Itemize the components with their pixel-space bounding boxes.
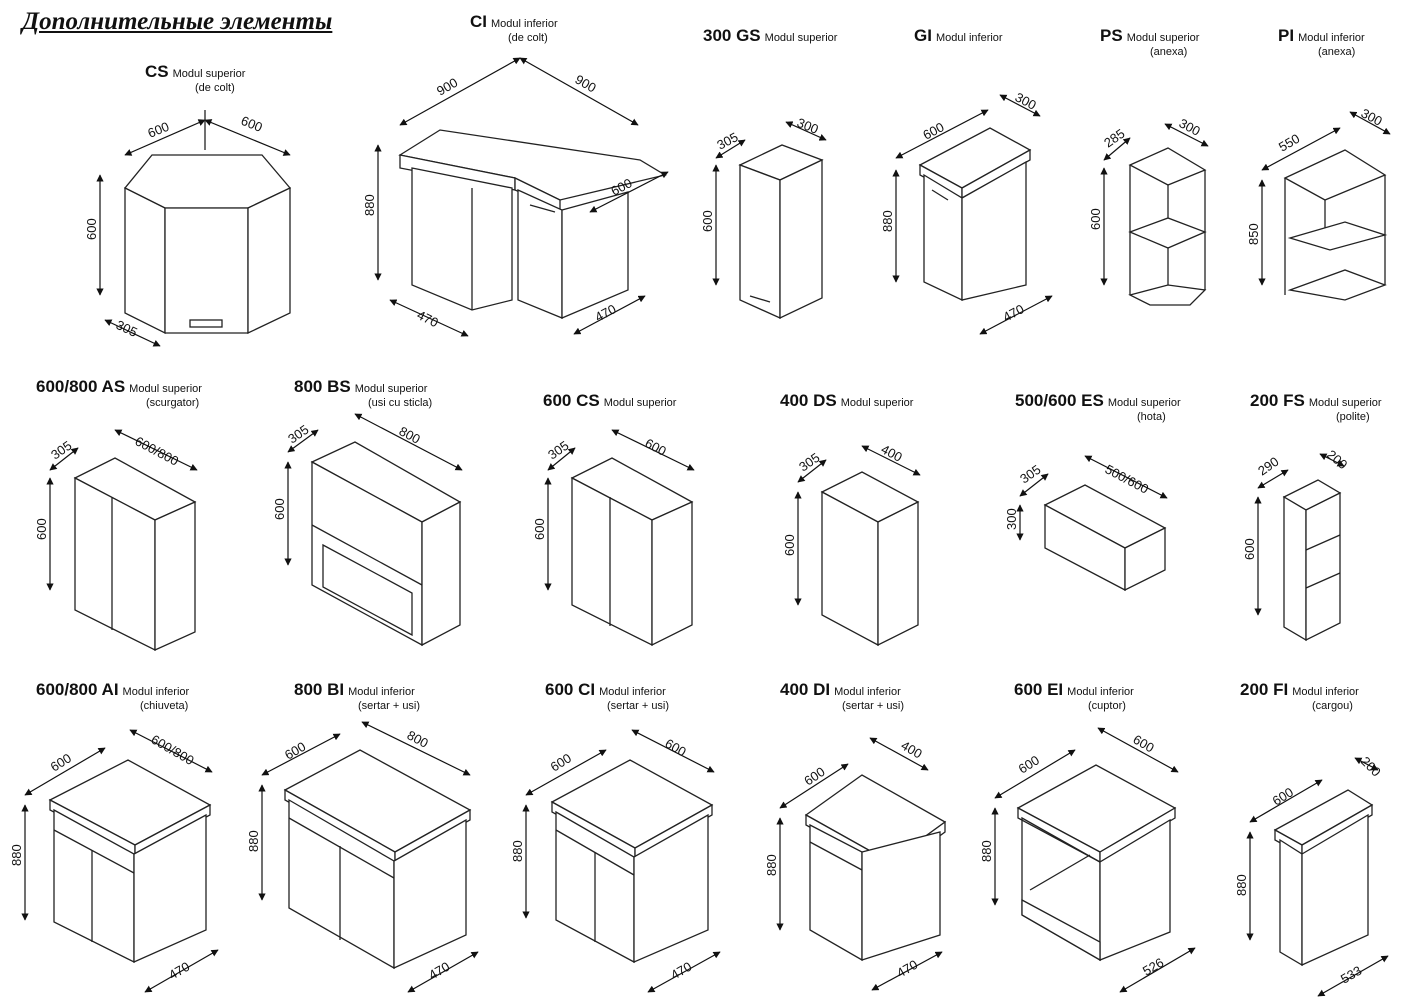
dim-600-800-as-d: 305 <box>48 438 74 463</box>
dim-cs-d1: 600 <box>146 119 172 141</box>
dim-pi-w: 300 <box>1359 105 1385 128</box>
dim-300-gs-h: 600 <box>700 210 715 232</box>
dim-600-ei-h: 880 <box>979 840 994 862</box>
dim-800-bi-w: 800 <box>405 727 431 750</box>
dim-cs-h: 600 <box>84 218 99 240</box>
dim-200-fs-h: 600 <box>1242 538 1257 560</box>
cabinet-ps-drawing: 285 300 600 <box>1088 115 1209 306</box>
dim-gi-h: 880 <box>880 210 895 232</box>
dim-500-600-es-w: 500/600 <box>1103 461 1152 496</box>
dim-600-cs-h: 600 <box>532 518 547 540</box>
cabinet-ci-drawing: 900 900 880 600 470 470 <box>362 57 669 337</box>
dim-ps-h: 600 <box>1088 208 1103 230</box>
cabinet-500-600-es-drawing: 305 500/600 300 <box>1004 455 1168 592</box>
dim-300-gs-d: 305 <box>714 129 740 152</box>
dim-500-600-es-d: 305 <box>1017 462 1043 487</box>
cabinet-600-cs-drawing: 305 600 600 <box>532 429 695 647</box>
cabinet-800-bs-drawing: 305 800 600 <box>272 413 463 647</box>
dim-400-di-h: 880 <box>764 854 779 876</box>
dim-200-fi-w: 200 <box>1358 754 1384 780</box>
dim-200-fi-h: 880 <box>1234 874 1249 896</box>
dim-600-ei-f: 526 <box>1140 955 1166 979</box>
dim-400-di-f: 470 <box>894 957 920 981</box>
dim-400-ds-d: 305 <box>796 450 822 475</box>
cabinet-300-gs-drawing: 305 300 600 <box>700 115 827 320</box>
dim-ps-w: 300 <box>1177 115 1203 138</box>
dim-ci-f2: 470 <box>592 301 618 324</box>
cabinet-600-ci-drawing: 600 600 880 470 <box>510 729 721 993</box>
dim-200-fi-d: 600 <box>1270 784 1296 808</box>
dim-300-gs-w: 300 <box>795 115 821 137</box>
dim-ci-h: 880 <box>362 194 377 216</box>
cabinet-cs-drawing: 600 600 600 305 <box>84 110 292 347</box>
dim-400-ds-w: 400 <box>879 441 905 464</box>
dim-cs-d2: 600 <box>239 113 265 135</box>
dim-400-di-w: 400 <box>899 738 925 762</box>
page-title: Дополнительные элементы <box>22 8 333 35</box>
dim-200-fs-w: 200 <box>1324 447 1350 472</box>
cabinet-400-ds-drawing: 305 400 600 <box>782 441 921 647</box>
dim-800-bs-w: 800 <box>397 423 423 446</box>
dim-ci-w2: 900 <box>573 72 599 96</box>
dim-600-cs-d: 305 <box>545 438 571 463</box>
cabinet-800-bi-drawing: 600 800 880 470 <box>246 721 479 993</box>
cabinet-600-ei-drawing: 600 600 880 526 <box>979 727 1196 993</box>
dim-200-fs-d: 290 <box>1255 454 1281 479</box>
dim-800-bi-d: 600 <box>282 739 308 763</box>
cabinet-pi-drawing: 550 300 850 <box>1246 105 1391 301</box>
dim-ci-w1: 900 <box>434 75 460 99</box>
dim-400-di-d: 600 <box>801 764 827 789</box>
dim-gi-d: 600 <box>920 119 946 142</box>
cabinet-200-fi-drawing: 600 200 880 533 <box>1234 754 1389 997</box>
dim-cs-d: 305 <box>114 317 140 340</box>
dim-600-ei-w: 600 <box>1131 732 1157 756</box>
cabinet-600-800-ai-drawing: 600 600/800 880 470 <box>9 729 219 993</box>
dim-600-800-ai-d: 600 <box>48 750 74 774</box>
cabinet-200-fs-drawing: 290 200 600 <box>1242 447 1350 642</box>
dim-600-800-as-h: 600 <box>34 518 49 540</box>
dim-800-bi-h: 880 <box>246 830 261 852</box>
dim-ps-d: 285 <box>1101 126 1127 151</box>
dim-800-bs-h: 600 <box>272 498 287 520</box>
dim-600-800-ai-w: 600/800 <box>149 732 197 768</box>
dim-600-ci-h: 880 <box>510 840 525 862</box>
dim-600-800-as-w: 600/800 <box>133 433 182 468</box>
dim-600-800-ai-f: 470 <box>166 959 192 983</box>
dim-200-fi-f: 533 <box>1338 963 1364 987</box>
dim-500-600-es-h: 300 <box>1004 508 1019 530</box>
cabinet-600-800-as-drawing: 305 600/800 600 <box>34 429 198 652</box>
dim-ci-f1: 470 <box>415 307 441 330</box>
dim-gi-w: 300 <box>1013 89 1039 112</box>
cabinet-gi-drawing: 600 300 880 470 <box>880 89 1053 335</box>
dim-600-800-ai-h: 880 <box>9 844 24 866</box>
dim-800-bs-d: 305 <box>285 422 311 447</box>
dim-pi-h: 850 <box>1246 223 1261 245</box>
dim-400-ds-h: 600 <box>782 534 797 556</box>
cabinet-400-di-drawing: 600 400 880 470 <box>764 737 947 991</box>
dim-600-ci-w: 600 <box>663 736 689 760</box>
dim-600-ei-d: 600 <box>1016 752 1042 776</box>
